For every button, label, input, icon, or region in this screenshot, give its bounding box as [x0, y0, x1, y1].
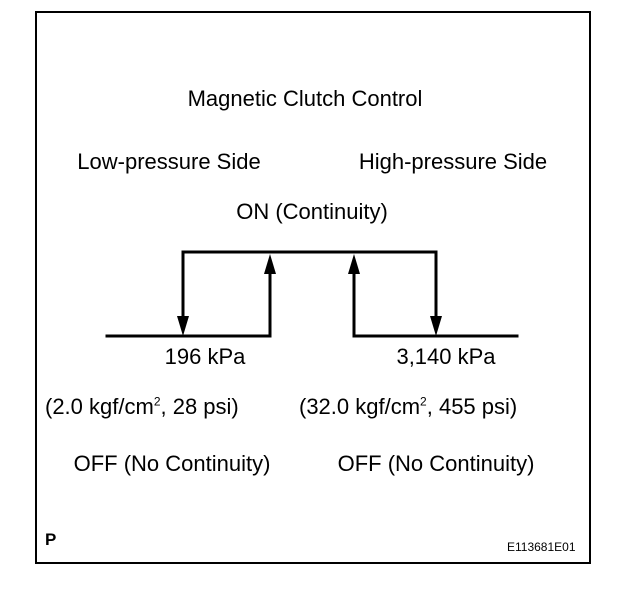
high-pressure-alt-units: (32.0 kgf/cm2, 455 psi) — [299, 396, 517, 418]
figure-frame — [35, 11, 591, 564]
low-pressure-alt-suffix: , 28 psi) — [160, 394, 239, 419]
arrow-up-low-icon — [264, 254, 276, 274]
arrow-up-high-icon — [348, 254, 360, 274]
low-pressure-alt-units: (2.0 kgf/cm2, 28 psi) — [45, 396, 239, 418]
off-no-continuity-left: OFF (No Continuity) — [73, 451, 271, 476]
off-no-continuity-right: OFF (No Continuity) — [337, 451, 535, 476]
arrow-down-high-icon — [430, 316, 442, 336]
high-pressure-alt-suffix: , 455 psi) — [426, 394, 518, 419]
figure-code: E113681E01 — [507, 540, 576, 554]
high-pressure-kpa: 3,140 kPa — [396, 344, 496, 369]
arrow-down-low-icon — [177, 316, 189, 336]
low-pressure-kpa: 196 kPa — [164, 344, 246, 369]
low-pressure-alt-sup: 2 — [153, 394, 161, 409]
high-pressure-side-label: High-pressure Side — [358, 149, 548, 174]
low-pressure-side-label: Low-pressure Side — [77, 149, 261, 174]
corner-mark: P — [45, 530, 57, 549]
diagram-title: Magnetic Clutch Control — [187, 86, 423, 111]
high-pressure-alt-prefix: (32.0 kgf/cm — [299, 394, 421, 419]
on-continuity-label: ON (Continuity) — [236, 199, 388, 224]
high-pressure-alt-sup: 2 — [420, 394, 427, 409]
low-pressure-alt-prefix: (2.0 kgf/cm — [45, 394, 154, 419]
